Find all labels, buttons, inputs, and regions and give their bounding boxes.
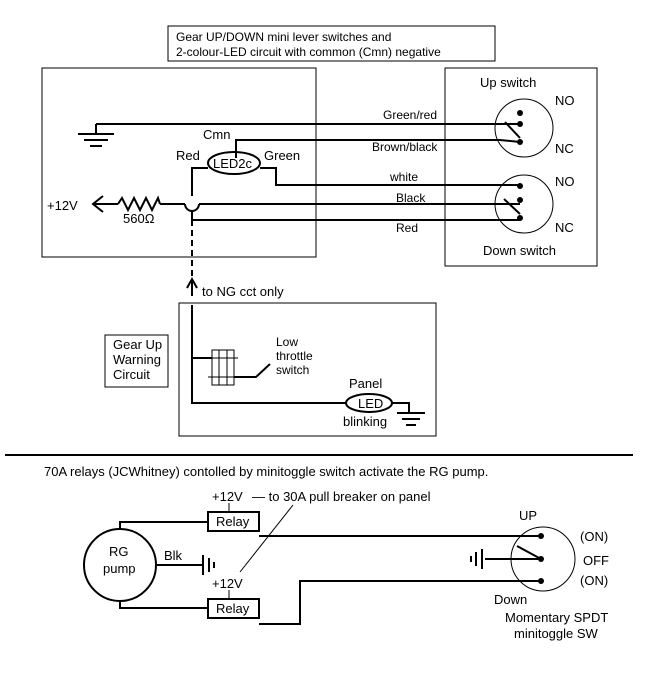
toggle-lever xyxy=(516,545,542,560)
breaker-pointer xyxy=(239,504,294,573)
resistor-label: 560Ω xyxy=(123,211,155,226)
toggle-ground-icon xyxy=(470,549,483,569)
led-red-label: Red xyxy=(176,148,200,163)
switch-caption-2: minitoggle SW xyxy=(514,626,599,641)
up-switch-no: NO xyxy=(555,93,575,108)
warning-label-1: Gear Up xyxy=(113,337,162,352)
warning-wire-led xyxy=(191,358,346,404)
led2c-label: LED2c xyxy=(213,156,253,171)
warning-box xyxy=(178,302,437,437)
warning-label-2: Warning xyxy=(113,352,161,367)
throttle-connector-icon xyxy=(208,349,238,386)
switch-off: OFF xyxy=(583,553,609,568)
wire-label-black: Black xyxy=(396,191,426,205)
switch-up-label: UP xyxy=(519,508,537,523)
wire-white xyxy=(260,167,520,186)
wire-label-red: Red xyxy=(396,221,418,235)
switch-on-top: (ON) xyxy=(580,529,608,544)
wire-label-green-red: Green/red xyxy=(383,108,437,122)
down-switch-no: NO xyxy=(555,174,575,189)
relay-top-label: Relay xyxy=(216,514,250,529)
warning-label-box xyxy=(104,334,169,388)
relay-bottom-wire xyxy=(259,580,541,625)
wire-label-white: white xyxy=(389,170,418,184)
wire-label-brown-black: Brown/black xyxy=(372,140,438,154)
panel-led-label: LED xyxy=(358,396,383,411)
ground-icon xyxy=(78,124,114,147)
relay-bottom-supply: +12V xyxy=(212,576,243,591)
panel-label: Panel xyxy=(349,376,382,391)
up-switch xyxy=(494,98,554,158)
up-switch-nc: NC xyxy=(555,141,574,156)
throttle-label-1: Low xyxy=(276,335,298,349)
wire-crossover xyxy=(184,203,200,212)
blinking-label: blinking xyxy=(343,414,387,429)
relay-bottom-label: Relay xyxy=(216,601,250,616)
rg-pump-label-2: pump xyxy=(103,561,136,576)
led2c-icon xyxy=(207,151,261,175)
down-switch-label: Down switch xyxy=(483,243,556,258)
wire-brown-black xyxy=(235,139,521,158)
title-box xyxy=(167,25,496,62)
down-switch-nc: NC xyxy=(555,220,574,235)
throttle-label-2: throttle xyxy=(276,349,313,363)
pump-ground-icon xyxy=(202,555,215,575)
switch-down-label: Down xyxy=(494,592,527,607)
switch-on-bottom: (ON) xyxy=(580,573,608,588)
title-line-2: 2-colour-LED circuit with common (Cmn) n… xyxy=(176,45,441,59)
wire-led-red xyxy=(191,167,208,196)
supply-arrow-icon xyxy=(91,195,104,213)
throttle-label-3: switch xyxy=(276,363,309,377)
led-cmn-label: Cmn xyxy=(203,127,230,142)
rg-pump-label-1: RG xyxy=(109,544,129,559)
warning-wire-ng xyxy=(191,305,212,359)
blk-label: Blk xyxy=(164,548,183,563)
supply-label: +12V xyxy=(47,198,78,213)
relay-top-supply: +12V xyxy=(212,489,243,504)
pump-wire-bottom xyxy=(119,601,208,609)
panel-box xyxy=(41,67,317,258)
pump-wire-top xyxy=(119,521,208,529)
switch-caption-1: Momentary SPDT xyxy=(505,610,608,625)
throttle-switch-icon xyxy=(234,363,271,378)
relay-heading: 70A relays (JCWhitney) contolled by mini… xyxy=(44,464,488,479)
wire-red xyxy=(191,211,520,221)
resistor-icon xyxy=(117,195,161,213)
title-line-1: Gear UP/DOWN mini lever switches and xyxy=(176,30,391,44)
led-green-label: Green xyxy=(264,148,300,163)
up-switch-label: Up switch xyxy=(480,75,536,90)
switch-box xyxy=(444,67,598,267)
warning-label-3: Circuit xyxy=(113,367,150,382)
breaker-note: — to 30A pull breaker on panel xyxy=(252,489,431,504)
panel-ground-icon xyxy=(397,412,425,426)
ng-note: to NG cct only xyxy=(202,284,284,299)
